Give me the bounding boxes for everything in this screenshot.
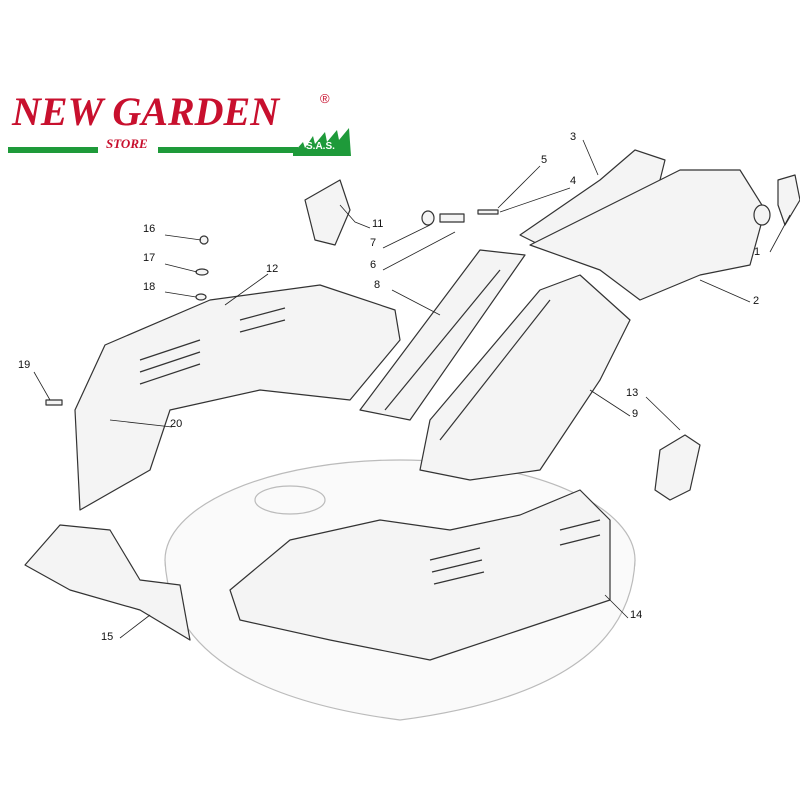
callout-6: 6 bbox=[370, 259, 377, 271]
callout-8: 8 bbox=[374, 279, 381, 291]
part-11-bracket bbox=[304, 179, 351, 246]
logo-store-text: STORE bbox=[106, 136, 148, 151]
part-9-chute bbox=[419, 274, 631, 481]
part-15-side-bracket bbox=[24, 524, 191, 641]
leader-lines bbox=[33, 139, 791, 639]
callout-11: 11 bbox=[372, 218, 384, 230]
callout-13: 13 bbox=[626, 387, 639, 399]
callout-15: 15 bbox=[101, 631, 114, 643]
logo-sas-text: S.A.S. bbox=[306, 141, 335, 152]
fasteners bbox=[45, 209, 499, 406]
part-13-bracket bbox=[654, 434, 701, 501]
logo-green-bar bbox=[8, 147, 98, 153]
grass-icon bbox=[293, 128, 351, 156]
callout-19: 19 bbox=[18, 359, 31, 371]
callout-17: 17 bbox=[143, 252, 156, 264]
part-14-front-housing bbox=[229, 489, 611, 661]
callout-5: 5 bbox=[541, 154, 548, 166]
callout-2: 2 bbox=[753, 295, 760, 307]
logo-brand-text: NEW GARDEN bbox=[12, 89, 280, 134]
callout-18: 18 bbox=[143, 281, 156, 293]
callout-3: 3 bbox=[570, 131, 577, 143]
callout-9: 9 bbox=[632, 408, 639, 420]
logo-registered-mark: ® bbox=[320, 91, 330, 106]
logo-green-bar bbox=[158, 147, 298, 153]
part-8-channel bbox=[359, 249, 526, 421]
part-12-left-housing bbox=[74, 284, 401, 511]
callout-1: 1 bbox=[754, 246, 761, 258]
callout-14: 14 bbox=[630, 609, 643, 621]
part-1-clip bbox=[777, 174, 800, 226]
callout-12: 12 bbox=[266, 263, 279, 275]
brand-logo: NEW GARDEN ® STORE S.A.S. bbox=[8, 92, 353, 156]
callout-7: 7 bbox=[370, 237, 377, 249]
callout-20: 20 bbox=[170, 418, 183, 430]
callout-4: 4 bbox=[570, 175, 577, 187]
callout-16: 16 bbox=[143, 223, 156, 235]
part-2-rear-cover bbox=[529, 169, 771, 301]
